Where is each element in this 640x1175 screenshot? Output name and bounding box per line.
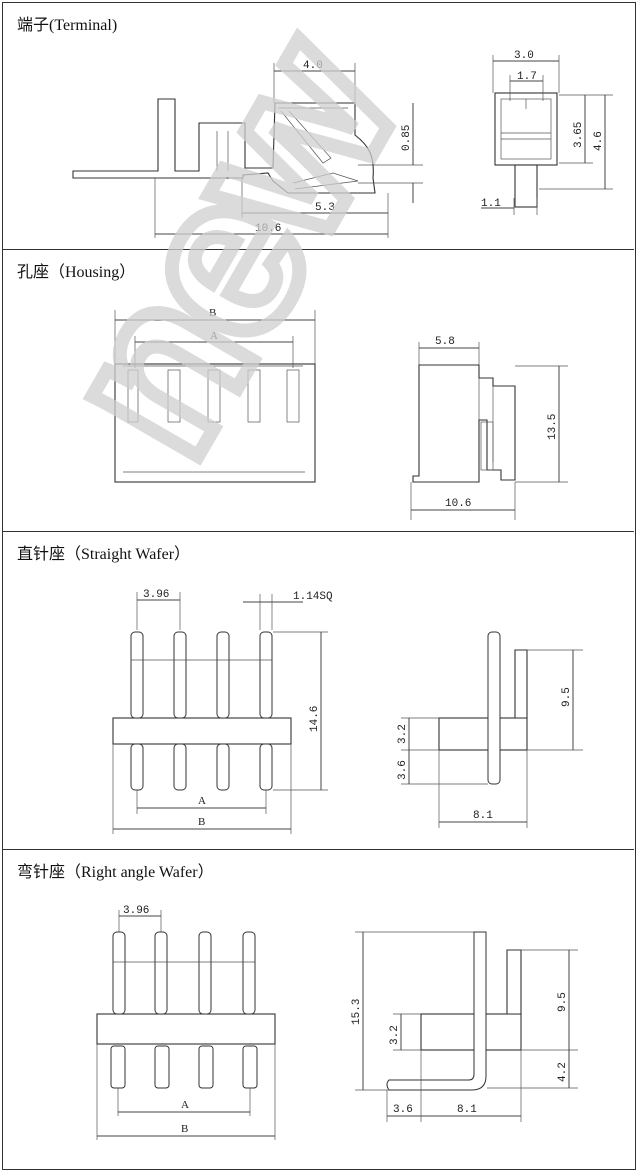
dim-3-2: 3.2 bbox=[397, 724, 409, 744]
dim-ra-3-2: 3.2 bbox=[389, 1025, 401, 1045]
dim-3-6: 3.6 bbox=[397, 760, 409, 780]
terminal-drawing: 4.0 0.85 5.3 10.6 bbox=[72, 50, 613, 238]
housing-panel: 孔座（Housing） B A bbox=[3, 250, 634, 532]
dim-housing-b: B bbox=[209, 307, 216, 319]
right-angle-wafer-side-view: 15.3 3.2 9.5 4.2 3.6 8.1 bbox=[351, 931, 578, 1122]
straight-wafer-front-view: 3.96 1.14SQ 14.6 A B bbox=[112, 589, 333, 834]
dim-4-6: 4.6 bbox=[593, 131, 605, 151]
dim-5-8: 5.8 bbox=[435, 336, 455, 348]
dim-straight-b: B bbox=[198, 816, 205, 828]
terminal-panel: 端子(Terminal) 4.0 0.85 bbox=[3, 3, 634, 250]
housing-drawing: B A 5.8 13.5 bbox=[114, 307, 568, 520]
straight-wafer-panel: 直针座（Straight Wafer） 3.96 bbox=[3, 532, 634, 850]
dim-3-0: 3.0 bbox=[514, 50, 534, 62]
dim-1-7: 1.7 bbox=[517, 71, 537, 83]
dim-3-96: 3.96 bbox=[143, 589, 169, 601]
terminal-dims: 4.0 0.85 5.3 10.6 bbox=[154, 60, 423, 238]
dim-10-6: 10.6 bbox=[255, 223, 281, 235]
housing-front-view: B A bbox=[114, 307, 316, 483]
housing-title: 孔座（Housing） bbox=[17, 264, 136, 281]
dim-4-0: 4.0 bbox=[303, 60, 323, 72]
dim-housing-10-6: 10.6 bbox=[445, 498, 471, 510]
dim-5-3: 5.3 bbox=[315, 202, 335, 214]
dim-0-85: 0.85 bbox=[401, 125, 413, 151]
dim-ra-a: A bbox=[181, 1099, 189, 1111]
right-angle-wafer-panel: 弯针座（Right angle Wafer） 3.96 bbox=[3, 850, 634, 1169]
dim-ra-3-6: 3.6 bbox=[393, 1104, 413, 1116]
dim-ra-8-1: 8.1 bbox=[457, 1104, 477, 1116]
straight-wafer-title: 直针座（Straight Wafer） bbox=[17, 546, 191, 563]
dim-1-1: 1.1 bbox=[481, 198, 501, 210]
terminal-title: 端子(Terminal) bbox=[17, 17, 118, 34]
dim-14-6: 14.6 bbox=[309, 706, 321, 732]
dim-ra-9-5: 9.5 bbox=[557, 992, 569, 1012]
dim-13-5: 13.5 bbox=[547, 414, 559, 440]
dim-straight-a: A bbox=[198, 795, 206, 807]
dim-9-5: 9.5 bbox=[561, 687, 573, 707]
right-angle-wafer-front-view: 3.96 A B bbox=[96, 905, 276, 1140]
dim-3-65: 3.65 bbox=[573, 122, 585, 148]
straight-wafer-drawing: 3.96 1.14SQ 14.6 A B bbox=[112, 589, 583, 834]
dim-housing-a: A bbox=[210, 330, 218, 342]
dim-ra-b: B bbox=[181, 1123, 188, 1135]
dim-8-1: 8.1 bbox=[473, 810, 493, 822]
terminal-front-view: 3.0 1.7 3.65 4.6 1.1 bbox=[481, 50, 613, 215]
right-angle-wafer-title: 弯针座（Right angle Wafer） bbox=[17, 864, 214, 881]
right-angle-wafer-drawing: 3.96 A B 15.3 3 bbox=[96, 905, 578, 1140]
housing-side-view: 5.8 13.5 10.6 bbox=[410, 336, 568, 520]
dim-1-14sq: 1.14SQ bbox=[293, 591, 333, 603]
straight-wafer-side-view: 9.5 3.2 3.6 8.1 bbox=[397, 631, 583, 828]
dim-4-2: 4.2 bbox=[557, 1062, 569, 1082]
dim-ra-3-96: 3.96 bbox=[123, 905, 149, 917]
terminal-side-view bbox=[72, 98, 376, 194]
dim-15-3: 15.3 bbox=[351, 999, 363, 1025]
